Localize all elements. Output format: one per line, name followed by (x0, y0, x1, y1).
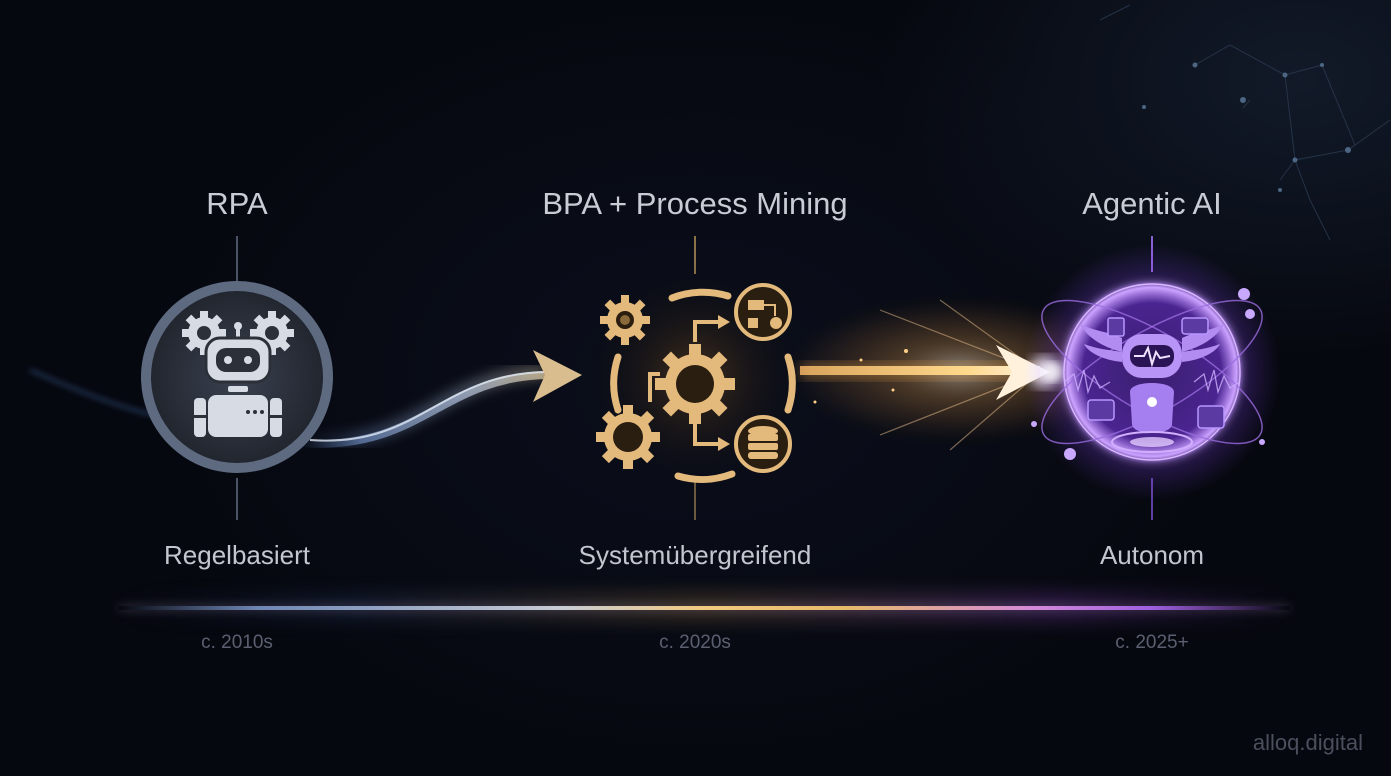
stage-subtitle-agentic-ai: Autonom (1099, 540, 1205, 570)
timeline-bar (118, 606, 1290, 610)
arrow-head-icon (533, 350, 582, 402)
stage-title-agentic-ai: Agentic AI (1082, 186, 1222, 221)
stage-connector-line (694, 476, 696, 520)
gears-process-database-icon (580, 262, 810, 492)
stage-connector-line (236, 478, 238, 520)
arrow-head-icon (996, 345, 1050, 400)
watermark: alloq.digital (1252, 730, 1363, 755)
stage-title-bpa: BPA + Process Mining (542, 186, 848, 221)
stage-era-bpa: c. 2020s (659, 632, 731, 653)
winged-ai-robot-orb-icon (1024, 244, 1280, 500)
stage-connector-line (236, 236, 238, 284)
robot-with-gears-icon (141, 281, 333, 473)
stage-subtitle-bpa: Systemübergreifend (578, 540, 812, 570)
stage-subtitle-rpa: Regelbasiert (164, 540, 310, 570)
stage-connector-line (694, 236, 696, 274)
stage-title-rpa: RPA (206, 186, 268, 221)
stage-era-rpa: c. 2010s (201, 632, 273, 653)
stage-era-agentic-ai: c. 2025+ (1115, 632, 1189, 653)
